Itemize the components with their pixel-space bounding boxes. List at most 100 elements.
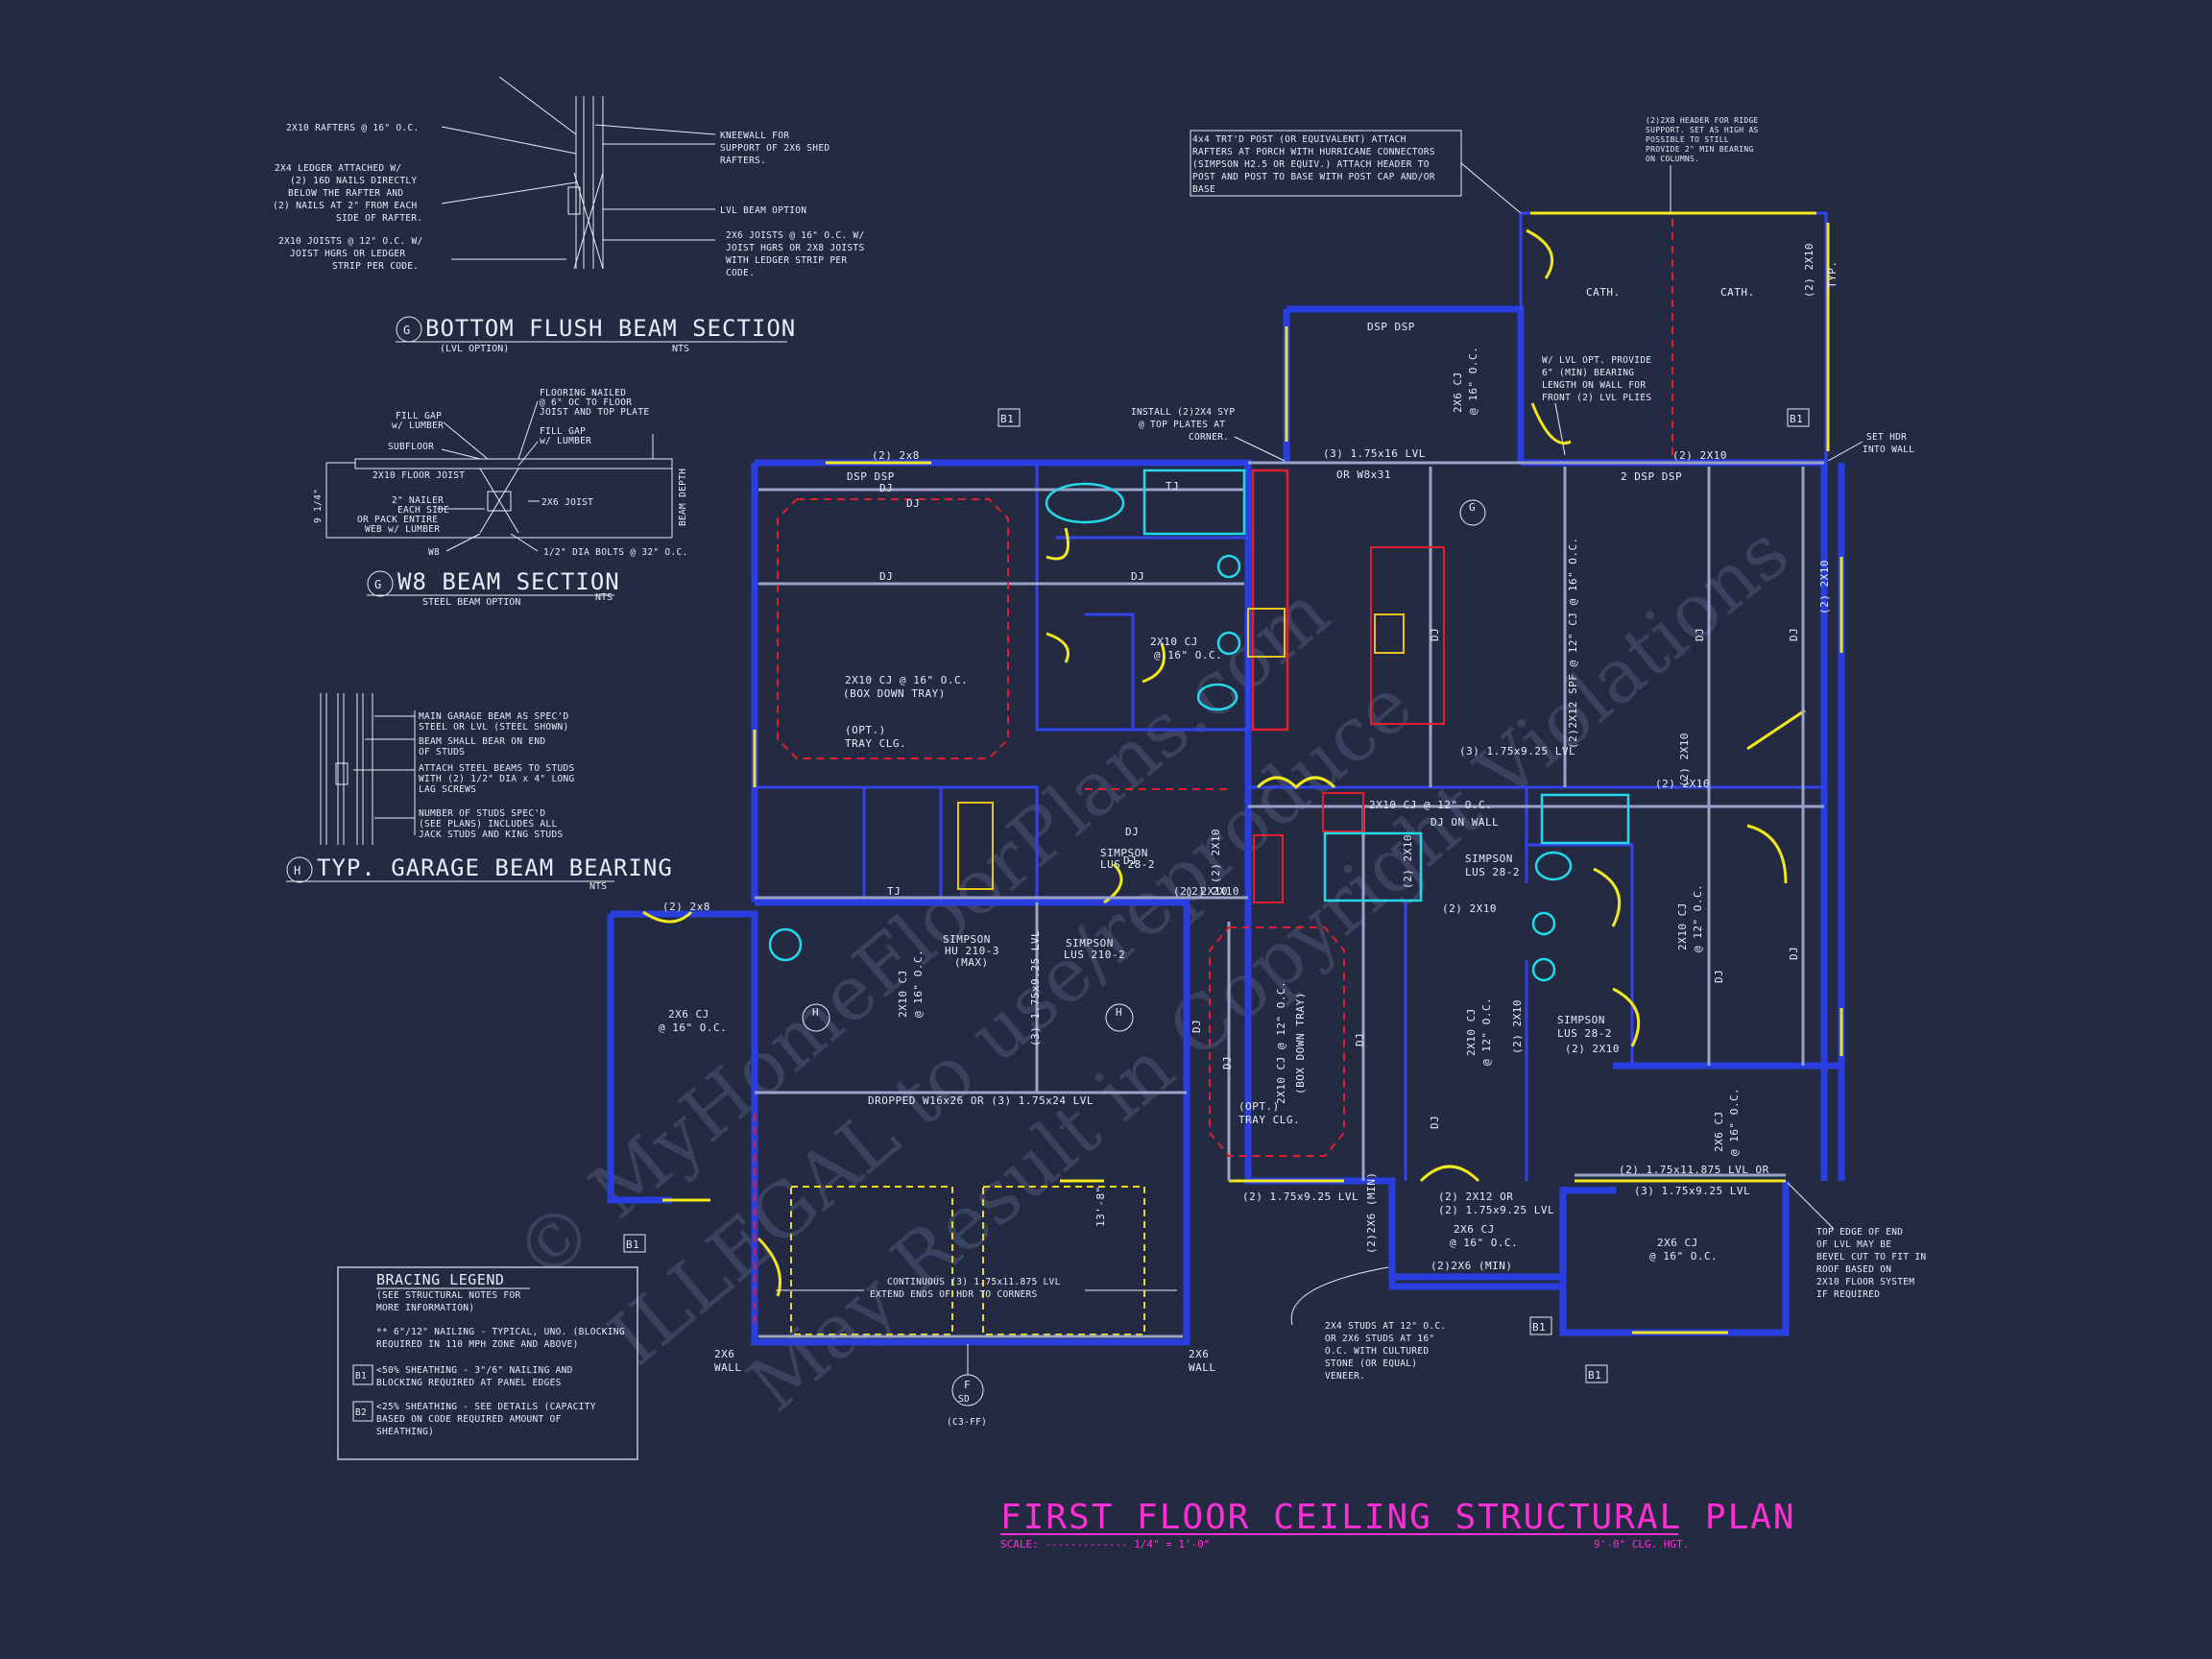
dj-bed-3: DJ <box>1788 947 1800 960</box>
dj-label-1: DJ <box>879 482 893 494</box>
door-swing-10 <box>642 910 693 924</box>
w8-note-11: 2" NAILER <box>392 495 444 506</box>
dj-dining-1: DJ <box>1221 1056 1234 1070</box>
g-note-9: STRIP PER CODE. <box>332 261 419 272</box>
wall-2x6-left-b: WALL <box>714 1361 742 1374</box>
h-note-4: OF STUDS <box>419 747 465 757</box>
g-note-6: SIDE OF RAFTER. <box>336 213 422 224</box>
callout-studs-1: 2X4 STUDS AT 12" O.C. <box>1325 1321 1446 1332</box>
garage-dim: 13'-8" <box>1094 1186 1107 1227</box>
plan-title: FIRST FLOOR CEILING STRUCTURAL PLAN <box>1000 1498 1796 1537</box>
plan-scale: SCALE: ------------- 1/4" = 1'-0" <box>1000 1538 1211 1551</box>
marker-h-2 <box>1105 1003 1134 1032</box>
hdr-2x10-bath: (2) 2X10 <box>1565 1043 1620 1055</box>
section-g-w8-tag: G <box>374 578 381 591</box>
door-swing-14 <box>1256 776 1336 790</box>
hdr-2x6-min-vert: (2)2X6 (MIN) <box>1365 1172 1378 1254</box>
water-heater <box>768 927 803 962</box>
bracing-b2-line2: BASED ON CODE REQUIRED AMOUNT OF <box>376 1414 562 1425</box>
w8-note-7: FILL GAP <box>540 426 586 437</box>
bracing-legend: BRACING LEGEND (SEE STRUCTURAL NOTES FOR… <box>337 1266 638 1460</box>
callout-install-3: CORNER. <box>1189 432 1229 443</box>
simpson-2: SIMPSON <box>1465 853 1513 865</box>
callout-topedge-6: IF REQUIRED <box>1816 1289 1880 1300</box>
hdr-2x10-stair: (2) 2X10 <box>1442 902 1497 915</box>
b1-tag-3: B1 <box>626 1238 639 1251</box>
hdr-2x10-vert-3: (2) 2X10 <box>1511 999 1524 1054</box>
g-rnote-1: KNEEWALL FOR <box>720 131 789 141</box>
cj-2x6-porch-front: 2X6 CJ <box>1657 1237 1698 1249</box>
bracing-line-3: ** 6"/12" NAILING - TYPICAL, UNO. (BLOCK… <box>376 1327 625 1337</box>
bracing-line-1: (SEE STRUCTURAL NOTES FOR <box>376 1290 521 1301</box>
cj-2x10-garage: 2X10 CJ <box>897 970 909 1018</box>
g-note-1: 2X10 RAFTERS @ 16" O.C. <box>286 123 419 133</box>
bracing-line-4: REQUIRED IN 110 MPH ZONE AND ABOVE) <box>376 1339 579 1350</box>
dsp-left-label: DSP DSP <box>847 470 895 483</box>
hdr-2x8-garage: (2) 2x8 <box>662 901 710 913</box>
wall-front-stoop <box>1388 1277 1565 1290</box>
callout-topedge-3: BEVEL CUT TO FIT IN <box>1816 1252 1926 1262</box>
cabinet-run <box>1251 469 1289 732</box>
marker-f-ref: (C3-FF) <box>947 1417 987 1428</box>
wall-right-lower <box>1613 1062 1845 1179</box>
h-note-6: WITH (2) 1/2" DIA x 4" LONG <box>419 774 575 784</box>
cj-bedroom: 2X10 CJ @ 16" O.C. <box>845 674 968 686</box>
section-g-nts: NTS <box>672 344 689 354</box>
h-note-10: JACK STUDS AND KING STUDS <box>419 830 564 840</box>
marker-h-2-tag: H <box>1116 1006 1122 1019</box>
cj-2x6-front-oc: @ 16" O.C. <box>1450 1237 1518 1249</box>
marker-f-sheet: SD <box>958 1394 970 1405</box>
door-swing-5 <box>1530 402 1572 445</box>
opt-dining: (OPT.) <box>1238 1100 1280 1113</box>
tray-bedroom: TRAY CLG. <box>845 737 906 750</box>
wall-hall-1 <box>755 785 1039 902</box>
sink-2 <box>1216 631 1241 656</box>
w8-note-12: EACH SIDE <box>397 505 449 516</box>
cj-bed-3-oc: @ 16" O.C. <box>1728 1088 1741 1156</box>
lvl-hall: (3) 1.75x9.25 LVL <box>1459 745 1575 757</box>
section-g-w8-beam: FLOORING NAILED @ 6" OC TO FLOOR JOIST A… <box>313 388 688 608</box>
range <box>1247 608 1286 658</box>
dj-great-2: DJ <box>1694 628 1706 641</box>
section-h-garage-beam-bearing: MAIN GARAGE BEAM AS SPEC'D STEEL OR LVL … <box>286 693 673 892</box>
g-note-5: (2) NAILS AT 2" FROM EACH <box>273 201 418 211</box>
callout-post-1: 4x4 TRT'D POST (OR EQUIVALENT) ATTACH <box>1192 134 1407 145</box>
bracing-b1-line1: <50% SHEATHING - 3"/6" NAILING AND <box>376 1365 573 1376</box>
dj-great-1: DJ <box>1429 628 1441 641</box>
washer-dryer <box>957 802 994 890</box>
callout-post-3: (SIMPSON H2.5 OR EQUIV.) ATTACH HEADER T… <box>1192 159 1430 170</box>
callout-post-4: POST AND POST TO BASE WITH POST CAP AND/… <box>1192 172 1435 182</box>
cath-2: CATH. <box>1720 286 1755 299</box>
bracing-b1-line2: BLOCKING REQUIRED AT PANEL EDGES <box>376 1378 562 1388</box>
sink-1 <box>1216 554 1241 579</box>
beams <box>755 461 1824 1338</box>
b1-tag-2: B1 <box>1790 413 1803 425</box>
callout-topedge-2: OF LVL MAY BE <box>1816 1239 1891 1250</box>
simpson-2b: LUS 28-2 <box>1465 866 1520 878</box>
b1-tag-4: B1 <box>1532 1321 1546 1334</box>
cj-foyer: 2X10 CJ <box>1465 1008 1478 1056</box>
door-swing-3 <box>1046 632 1070 663</box>
door-swing-6 <box>1593 867 1622 927</box>
callout-ridge-5: ON COLUMNS. <box>1646 155 1699 163</box>
bracing-b1-tag: B1 <box>355 1371 367 1382</box>
wall-wic <box>1085 613 1135 730</box>
callout-post-2: RAFTERS AT PORCH WITH HURRICANE CONNECTO… <box>1192 147 1435 157</box>
sink-4 <box>1531 957 1556 982</box>
dj-laundry-2: DJ <box>1123 854 1137 867</box>
w8-note-16: 1/2" DIA BOLTS @ 32" O.C. <box>543 547 688 558</box>
kitchen-island-outline <box>1370 546 1445 725</box>
simpson-3b: LUS 28-2 <box>1557 1027 1612 1040</box>
section-w8-title: W8 BEAM SECTION <box>397 568 620 595</box>
toilet-1 <box>1196 683 1238 711</box>
section-h-title: TYP. GARAGE BEAM BEARING <box>317 854 673 881</box>
w8-note-14: WEB w/ LUMBER <box>365 524 440 535</box>
plan-ceiling-height: 9'-0" CLG. HGT. <box>1594 1538 1689 1551</box>
g-rnote-2: SUPPORT OF 2X6 SHED <box>720 143 830 154</box>
bracing-b2-line3: SHEATHING) <box>376 1427 434 1437</box>
callout-sethdr-2: INTO WALL <box>1863 445 1914 455</box>
stools <box>1374 613 1405 654</box>
door-swing-13 <box>1103 862 1123 904</box>
bracing-b2-tag: B2 <box>355 1407 367 1418</box>
